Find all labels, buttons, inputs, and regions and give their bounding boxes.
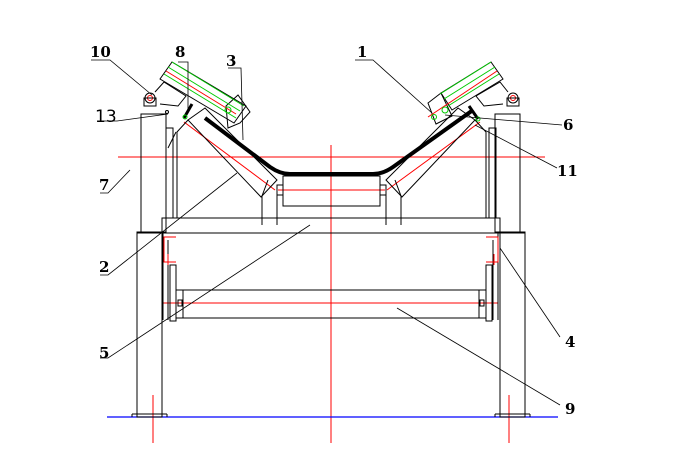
part-labels: 10 8 3 13 7 2 5 1 6 11 4 9 [90,43,578,418]
left-side-roller [143,61,251,129]
right-side-roller [427,61,520,125]
right-column [494,113,531,418]
label-8: 8 [175,43,185,61]
label-13: 13 [95,107,117,127]
centerlines [118,121,545,443]
label-3: 3 [226,52,236,70]
conveyor-belt [203,108,475,176]
leader-lines [91,59,563,406]
label-11: 11 [557,162,578,180]
label-1: 1 [357,43,367,61]
label-2: 2 [99,258,109,276]
label-7: 7 [99,176,109,194]
label-6: 6 [563,116,573,134]
left-inclined-roller [167,107,278,218]
label-4: 4 [565,333,575,351]
right-inclined-roller [385,107,487,218]
return-roller [169,264,493,322]
label-9: 9 [565,400,575,418]
label-10: 10 [90,43,111,61]
brackets [163,236,499,265]
left-column [131,113,168,418]
label-5: 5 [99,344,109,362]
